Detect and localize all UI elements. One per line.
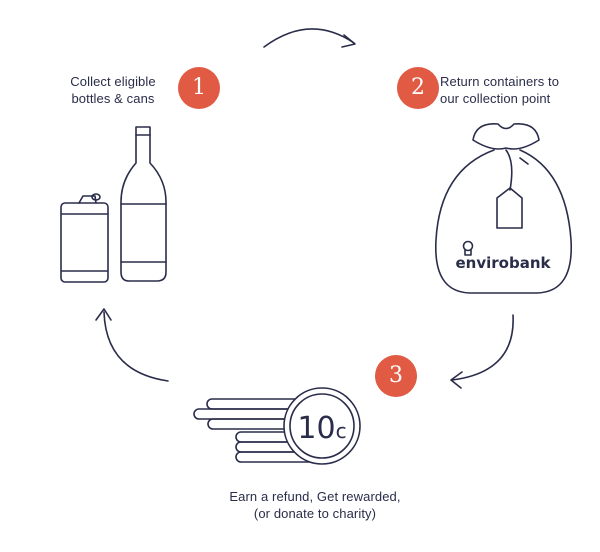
can-icon [60,193,109,283]
arrow-top-head [341,34,356,48]
step-3-label-line1: Earn a refund, Get rewarded, [229,489,401,504]
arrow-right-head [450,371,463,389]
coin-value-number: 10 [297,411,335,446]
coin-value-text: 10c [297,411,346,446]
collection-bag-icon [435,123,572,294]
cycle-arrow-icon [95,28,514,389]
step-2-badge: 2 [397,67,439,109]
step-3-badge: 3 [375,355,417,397]
step-1-label: Collect eligible bottles & cans [58,73,168,107]
step-2-label-line1: Return containers to [440,74,560,89]
step-1-label-line1: Collect eligible [70,74,156,89]
bottle-icon [120,126,167,282]
coin-stack-icon [193,387,361,465]
step-1-badge: 1 [178,67,220,109]
step-2-label: Return containers to our collection poin… [440,73,590,107]
coin-value-unit: c [336,419,347,443]
step-2-label-line2: our collection point [440,91,551,106]
arrow-top [263,28,355,48]
bag-brand-text: envirobank [456,254,552,272]
step-1-label-line2: bottles & cans [71,91,155,106]
step-3-label-line2: (or donate to charity) [253,506,377,521]
arrow-left [103,311,169,382]
arrow-right [451,314,514,381]
step-3-label: Earn a refund, Get rewarded, (or donate … [200,488,430,522]
arrow-left-head [95,308,112,321]
